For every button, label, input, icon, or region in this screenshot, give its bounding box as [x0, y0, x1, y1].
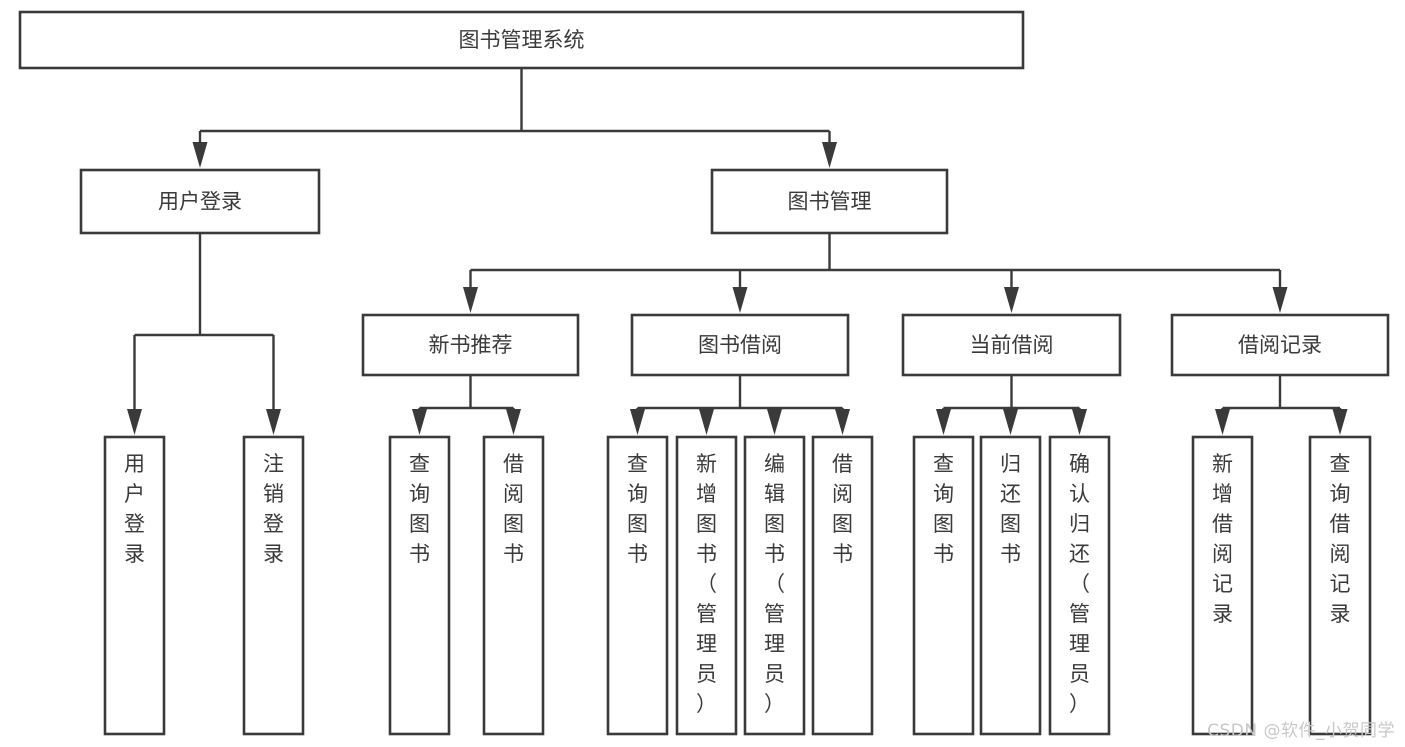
- node-new-book-rec-box[interactable]: [361, 313, 580, 377]
- node-leaf-borrow-book-1[interactable]: 借阅图书: [482, 435, 545, 736]
- connector-borrow-record: [1215, 375, 1348, 435]
- node-borrow-record-box[interactable]: [1170, 313, 1390, 377]
- node-leaf-user-login[interactable]: 用户登录: [103, 435, 166, 736]
- node-leaf-add-record-box[interactable]: [1191, 435, 1254, 736]
- node-book-manage-label: 图书管理: [788, 190, 872, 214]
- node-leaf-borrow-book-1-box[interactable]: [482, 435, 545, 736]
- node-leaf-query-book-1-box[interactable]: [388, 435, 451, 736]
- node-root-title-box[interactable]: [18, 10, 1025, 70]
- node-leaf-add-book-label: 新增图书（管理员）: [696, 452, 717, 716]
- node-leaf-query-book-2[interactable]: 查询图书: [606, 435, 669, 736]
- node-leaf-return-book[interactable]: 归还图书: [979, 435, 1042, 736]
- node-current-borrow[interactable]: 当前借阅: [901, 313, 1122, 377]
- node-book-borrow[interactable]: 图书借阅: [630, 313, 850, 377]
- node-borrow-record[interactable]: 借阅记录: [1170, 313, 1390, 377]
- node-root-title[interactable]: 图书管理系统: [18, 10, 1025, 70]
- node-leaf-add-record-label: 新增借阅记录: [1212, 452, 1233, 626]
- node-current-borrow-box[interactable]: [901, 313, 1122, 377]
- node-leaf-query-book-3[interactable]: 查询图书: [912, 435, 975, 736]
- node-leaf-confirm-return-box[interactable]: [1048, 435, 1111, 736]
- node-user-login[interactable]: 用户登录: [79, 168, 321, 235]
- node-leaf-edit-book-box[interactable]: [743, 435, 806, 736]
- node-leaf-query-book-3-label: 查询图书: [933, 452, 954, 566]
- node-leaf-logout[interactable]: 注销登录: [242, 435, 305, 736]
- node-leaf-logout-label: 注销登录: [263, 452, 284, 566]
- node-leaf-add-book[interactable]: 新增图书（管理员）: [675, 435, 738, 736]
- node-leaf-borrow-book-2-box[interactable]: [811, 435, 874, 736]
- node-leaf-return-book-label: 归还图书: [1000, 452, 1021, 566]
- node-book-borrow-box[interactable]: [630, 313, 850, 377]
- node-root-title-label: 图书管理系统: [459, 28, 585, 52]
- node-new-book-rec-label: 新书推荐: [429, 333, 513, 357]
- node-book-borrow-label: 图书借阅: [698, 333, 782, 357]
- connector-book-manage: [463, 233, 1288, 313]
- node-book-manage-box[interactable]: [710, 168, 949, 235]
- node-leaf-logout-box[interactable]: [242, 435, 305, 736]
- connector-new-book-rec: [412, 375, 521, 435]
- csdn-watermark: CSDN @软件_小贺同学: [1207, 721, 1395, 741]
- connector-current-borrow: [936, 375, 1087, 435]
- node-leaf-add-record[interactable]: 新增借阅记录: [1191, 435, 1254, 736]
- node-user-login-box[interactable]: [79, 168, 321, 235]
- node-leaf-query-record-label: 查询借阅记录: [1330, 452, 1351, 626]
- node-leaf-edit-book[interactable]: 编辑图书（管理员）: [743, 435, 806, 736]
- node-borrow-record-label: 借阅记录: [1238, 333, 1322, 357]
- node-layer: 图书管理系统用户登录图书管理新书推荐图书借阅当前借阅借阅记录用户登录注销登录查询…: [18, 10, 1390, 736]
- node-leaf-query-book-1[interactable]: 查询图书: [388, 435, 451, 736]
- node-leaf-borrow-book-1-label: 借阅图书: [503, 452, 524, 566]
- node-leaf-user-login-label: 用户登录: [124, 452, 145, 566]
- node-leaf-confirm-return[interactable]: 确认归还（管理员）: [1048, 435, 1111, 736]
- node-leaf-edit-book-label: 编辑图书（管理员）: [764, 452, 785, 716]
- node-leaf-query-book-2-box[interactable]: [606, 435, 669, 736]
- node-user-login-label: 用户登录: [158, 190, 242, 214]
- node-leaf-query-record[interactable]: 查询借阅记录: [1308, 435, 1372, 736]
- node-leaf-user-login-box[interactable]: [103, 435, 166, 736]
- node-leaf-borrow-book-2[interactable]: 借阅图书: [811, 435, 874, 736]
- node-leaf-return-book-box[interactable]: [979, 435, 1042, 736]
- node-leaf-confirm-return-label: 确认归还（管理员）: [1069, 452, 1090, 716]
- node-leaf-query-book-1-label: 查询图书: [409, 452, 430, 566]
- node-leaf-query-record-box[interactable]: [1308, 435, 1372, 736]
- node-current-borrow-label: 当前借阅: [970, 333, 1054, 357]
- connector-user-login: [127, 233, 281, 435]
- connector-book-borrow: [630, 375, 850, 435]
- node-leaf-query-book-2-label: 查询图书: [627, 452, 648, 566]
- connector-layer: [127, 68, 1348, 435]
- node-leaf-query-book-3-box[interactable]: [912, 435, 975, 736]
- node-leaf-add-book-box[interactable]: [675, 435, 738, 736]
- connector-root: [192, 68, 837, 168]
- node-book-manage[interactable]: 图书管理: [710, 168, 949, 235]
- node-leaf-borrow-book-2-label: 借阅图书: [832, 452, 853, 566]
- node-new-book-rec[interactable]: 新书推荐: [361, 313, 580, 377]
